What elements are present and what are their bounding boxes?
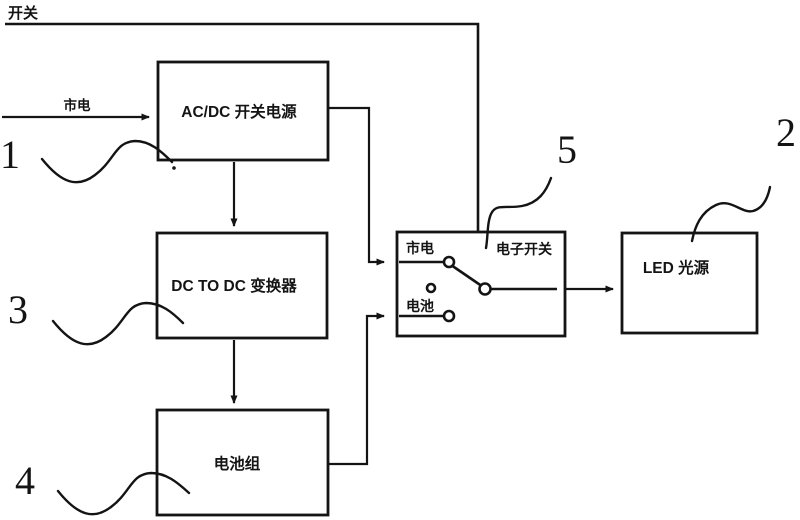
switch-control-wire	[5, 22, 480, 249]
pivot-contact	[425, 282, 437, 294]
common-terminal-contact	[478, 282, 492, 296]
callout-5: 5	[557, 127, 577, 172]
switch-battery-terminal-label: 电池	[406, 298, 434, 314]
dcdc-converter-label: DC TO DC 变换器	[171, 276, 297, 295]
callout-2: 2	[776, 110, 796, 155]
led-source-box	[620, 231, 759, 335]
callout-1: 1	[0, 132, 20, 177]
acdc-converter-box	[156, 60, 330, 162]
callout-4-leader	[56, 471, 191, 516]
switch-blade	[451, 264, 482, 287]
battery-pack-box	[155, 408, 330, 517]
electronic-switch-label: 电子开关	[496, 241, 552, 257]
mains-input-label: 市电	[64, 97, 91, 113]
switch-mains-terminal-label: 市电	[406, 240, 434, 256]
callout-2-leader	[690, 185, 772, 243]
dcdc-converter-box	[155, 231, 329, 340]
battery-terminal-contact	[442, 309, 456, 323]
callout-3-leader	[51, 301, 185, 346]
ink-dot	[172, 166, 176, 170]
callout-1-leader	[40, 139, 174, 184]
callout-3: 3	[8, 287, 28, 332]
acdc-converter-label: AC/DC 开关电源	[181, 102, 297, 121]
led-source-label: LED 光源	[643, 258, 710, 277]
switch-line-label: 开关	[8, 4, 38, 22]
battery-to-switch-wire	[328, 312, 385, 466]
mains-terminal-contact	[442, 255, 456, 269]
battery-pack-label: 电池组	[214, 454, 261, 473]
callout-4: 4	[15, 458, 35, 503]
acdc-to-switch-wire	[328, 106, 385, 266]
callout-5-leader	[484, 176, 553, 250]
